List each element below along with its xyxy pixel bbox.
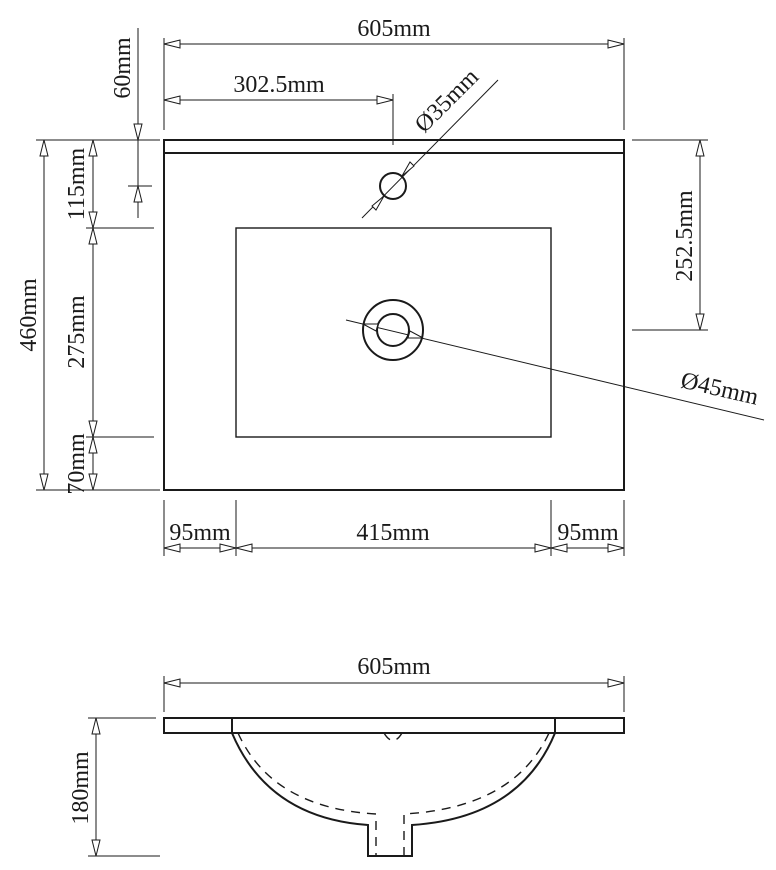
dim-bowl-width: 415mm <box>356 520 430 546</box>
basin-outline <box>163 139 625 491</box>
bowl-outer-profile <box>231 718 556 857</box>
dim-overall-depth: 460mm <box>16 278 42 352</box>
plan-view: 605mm 302.5mm 60mm Ø35mm Ø45mm 460mm <box>16 16 765 556</box>
waste-outlet-inner <box>376 313 410 347</box>
dim-tap-hole-diameter: Ø35mm <box>410 64 484 138</box>
dim-bowl-depth: 275mm <box>64 295 90 369</box>
waste-outlet-outer <box>362 299 424 361</box>
dim-front-margin: 70mm <box>64 433 90 495</box>
dim-waste-diameter: Ø45mm <box>678 368 761 411</box>
tap-hole-leader <box>361 79 499 219</box>
side-view: 605mm 180mm <box>68 654 625 857</box>
dim-waste-offset: 252.5mm <box>672 190 698 282</box>
overflow-hole <box>383 732 403 742</box>
dim-right-margin: 95mm <box>557 520 619 546</box>
dim-rear-margin: 115mm <box>64 147 90 220</box>
basin-rim <box>163 717 625 734</box>
bowl-outline <box>235 227 552 438</box>
bowl-inner-profile <box>237 732 550 856</box>
dim-overall-width: 605mm <box>357 16 431 42</box>
dim-side-overall-width: 605mm <box>357 654 431 680</box>
dim-back-upstand: 60mm <box>110 37 136 99</box>
dim-tap-hole-offset: 302.5mm <box>233 72 325 98</box>
tap-hole <box>379 172 407 200</box>
dim-side-overall-height: 180mm <box>68 751 94 825</box>
dim-left-margin: 95mm <box>169 520 231 546</box>
